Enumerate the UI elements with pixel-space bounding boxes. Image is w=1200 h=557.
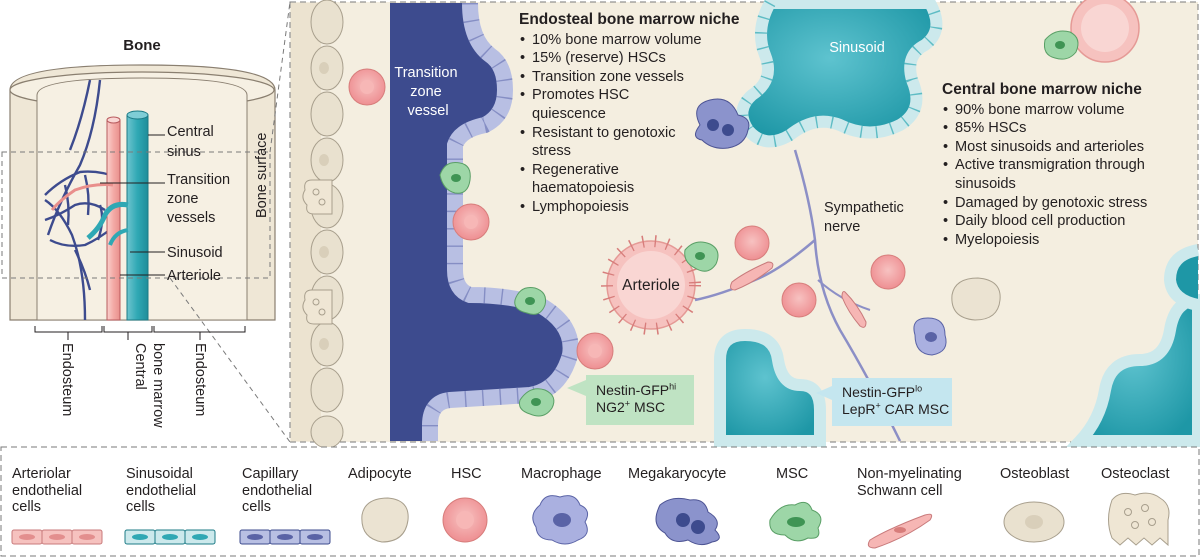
megakaryocyte-cell	[695, 98, 750, 149]
legend-macrophage-label: Macrophage	[521, 466, 602, 482]
central-item: Active transmigration through sinusoids	[942, 156, 1155, 193]
central-item: 90% bone marrow volume	[942, 101, 1197, 120]
nestin-hi-tag-box	[567, 375, 694, 425]
legend-megakaryocyte-label: Megakaryocyte	[628, 466, 727, 482]
arteriole-label: Arteriole	[167, 268, 221, 284]
legend-osteoblast-icon	[1003, 501, 1065, 543]
endosteum-left-label: Endosteum	[59, 343, 75, 416]
nestin-lo-tag: Nestin-GFPlo LepR+ CAR MSC	[842, 383, 950, 417]
central-sinus-vessel	[126, 114, 149, 321]
legend-arteriolar-swatch	[11, 529, 103, 545]
arteriole-label-niche: Arteriole	[622, 277, 680, 294]
transition-zone-vessel	[390, 3, 571, 441]
central-niche-list: Central bone marrow niche 90% bone marro…	[942, 81, 1197, 249]
legend-schwann-icon	[867, 513, 933, 549]
legend-osteoblast-label: Osteoblast	[1000, 466, 1070, 482]
sinusoid-lower	[714, 328, 826, 447]
central-item: Damaged by genotoxic stress	[942, 194, 1197, 213]
osteoblast-lining	[310, 0, 344, 449]
sinusoid-upper	[736, 0, 943, 148]
legend-sinusoidal-swatch	[124, 529, 216, 545]
sinusoid-label-niche: Sinusoid	[829, 40, 885, 56]
nerve-label: Sympathetic nerve	[824, 200, 908, 235]
transition-vessel-label: Transition zone vessel	[394, 65, 461, 119]
region-brackets	[34, 326, 246, 340]
central-item: Most sinusoids and arterioles	[942, 138, 1197, 157]
legend-hsc-icon	[442, 497, 488, 543]
central-niche-title: Central bone marrow niche	[942, 81, 1142, 98]
schwann-cells	[730, 261, 867, 328]
endosteal-niche-title: Endosteal bone marrow niche	[519, 11, 740, 28]
sinusoid-label: Sinusoid	[167, 245, 223, 261]
bone-panel: Bone Cent	[1, 1, 291, 443]
nestin-lo-tag-box	[816, 378, 952, 426]
endosteal-niche-list: Endosteal bone marrow niche 10% bone mar…	[519, 11, 759, 217]
central-marrow-label: Central bone marrow	[132, 343, 166, 428]
legend-adipocyte-icon	[361, 497, 409, 543]
central-item: 85% HSCs	[942, 119, 1197, 138]
macrophage-cell	[913, 317, 947, 356]
legend-msc-icon	[769, 501, 822, 542]
legend-adipocyte-label: Adipocyte	[348, 466, 412, 482]
legend-capillary-label: Capillary endothelial cells	[242, 466, 313, 515]
legend-msc-label: MSC	[776, 466, 809, 482]
legend-arteriolar-label: Arteriolar endothelial cells	[12, 466, 83, 515]
nestin-hi-tag: Nestin-GFPhi NG2+ MSC	[596, 381, 677, 415]
endosteal-item: Resistant to genotoxic stress	[519, 124, 682, 161]
osteoclast-cells	[302, 179, 333, 325]
capillary-endothelium	[422, 2, 579, 441]
legend-osteoclast-label: Osteoclast	[1101, 466, 1170, 482]
zoom-box	[1, 151, 271, 279]
endosteal-item: Regenerative haematopoiesis	[519, 161, 682, 198]
endosteal-item: 10% bone marrow volume	[519, 31, 759, 50]
legend-megakaryocyte-icon	[655, 497, 720, 546]
bone-title: Bone	[123, 37, 161, 54]
endosteal-item: 15% (reserve) HSCs	[519, 49, 759, 68]
transition-vessels-label: Transition zone vessels	[167, 172, 234, 226]
arteriole-vessel	[106, 119, 121, 321]
central-item: Myelopoiesis	[942, 231, 1197, 250]
endosteum-right-label: Endosteum	[192, 343, 208, 416]
legend-capillary-swatch	[239, 529, 331, 545]
legend-osteoclast-icon	[1108, 492, 1170, 547]
endosteal-item: Transition zone vessels	[519, 68, 759, 87]
endosteal-item: Promotes HSC quiescence	[519, 86, 662, 123]
hsc-cells	[348, 68, 906, 370]
msc-nuclei	[451, 41, 1065, 406]
sinusoid-right	[1066, 293, 1200, 447]
endosteal-item: Lymphopoiesis	[519, 198, 759, 217]
adipocyte-cell	[951, 277, 1001, 321]
legend-macrophage-icon	[532, 495, 589, 545]
legend-hsc-label: HSC	[451, 466, 482, 482]
legend-schwann-label: Non-myelinating Schwann cell	[857, 466, 962, 499]
central-sinus-label: Central sinus	[167, 124, 218, 160]
central-item: Daily blood cell production	[942, 212, 1197, 231]
legend-sinusoidal-label: Sinusoidal endothelial cells	[126, 466, 197, 515]
bone-surface-label: Bone surface	[254, 133, 270, 218]
legend-shapes	[0, 446, 1200, 557]
